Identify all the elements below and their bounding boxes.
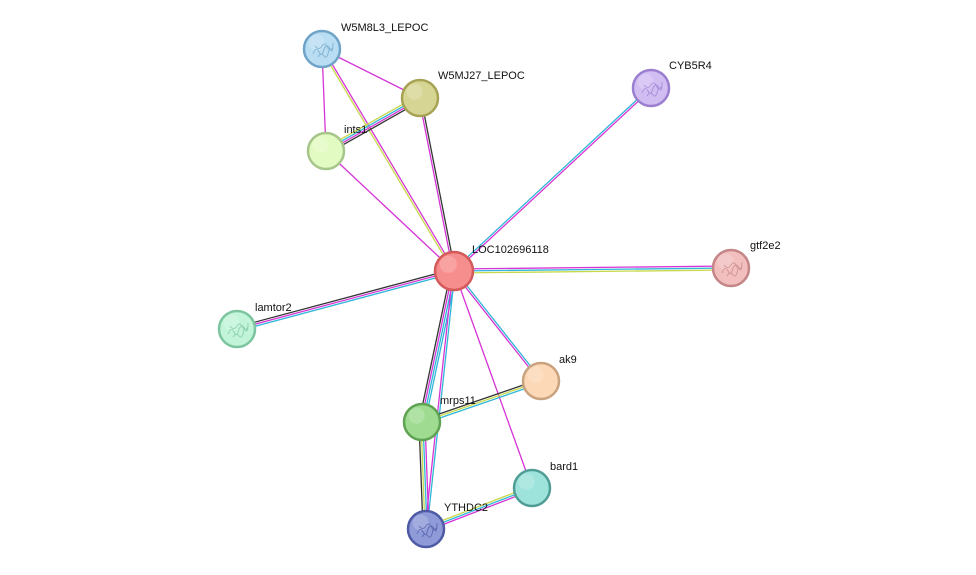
node-ythdc2[interactable]: YTHDC2: [406, 502, 488, 549]
edge-strand: [426, 271, 456, 530]
protein-structure-icon: [227, 322, 249, 338]
edge-strand: [236, 268, 454, 328]
node-lamtor2[interactable]: lamtor2: [217, 302, 292, 349]
edge-strand: [452, 271, 541, 383]
node-highlight: [518, 473, 535, 490]
edge-cyb5r4-loc102696118[interactable]: [452, 86, 653, 273]
node-ak9[interactable]: ak9: [521, 354, 577, 401]
edge-strand: [420, 270, 454, 422]
node-bard1[interactable]: bard1: [512, 461, 578, 508]
edge-strand: [453, 265, 731, 270]
edge-bard1-loc102696118[interactable]: [453, 270, 533, 489]
node-label: gtf2e2: [750, 240, 781, 252]
node-highlight: [406, 83, 423, 100]
edge-w5mj27-lepoc-loc102696118[interactable]: [418, 97, 456, 272]
node-highlight: [439, 255, 457, 273]
edge-strand: [454, 269, 543, 381]
node-circle[interactable]: [306, 131, 346, 171]
node-circle[interactable]: [631, 68, 671, 108]
node-circle[interactable]: [402, 402, 442, 442]
node-highlight: [637, 73, 654, 90]
node-label: LOC102696118: [472, 244, 549, 256]
node-w5m8l3-lepoc[interactable]: W5M8L3_LEPOC: [302, 22, 428, 69]
node-label: bard1: [550, 461, 578, 473]
edge-strand: [421, 378, 541, 421]
node-label: YTHDC2: [444, 502, 488, 514]
edge-strand: [454, 88, 653, 273]
edge-strand: [453, 270, 533, 489]
edge-w5m8l3-lepoc-loc102696118[interactable]: [320, 48, 456, 272]
node-label: W5MJ27_LEPOC: [438, 70, 525, 82]
node-highlight: [223, 314, 240, 331]
edge-strand: [322, 48, 456, 271]
node-circle[interactable]: [711, 248, 751, 288]
node-mrps11[interactable]: mrps11: [402, 395, 476, 442]
node-label: CYB5R4: [669, 60, 712, 72]
node-highlight: [412, 514, 429, 531]
node-label: lamtor2: [255, 302, 292, 314]
edge-ak9-loc102696118[interactable]: [452, 269, 543, 383]
protein-structure-icon: [641, 81, 663, 97]
edge-lamtor2-loc102696118[interactable]: [236, 268, 455, 332]
node-highlight: [527, 366, 544, 383]
node-highlight: [717, 253, 734, 270]
protein-structure-icon: [312, 42, 334, 58]
node-label: W5M8L3_LEPOC: [341, 22, 428, 34]
node-label: ints1: [344, 124, 367, 136]
edge-ints1-loc102696118[interactable]: [325, 150, 455, 272]
node-layer: LOC102696118 W5M8L3_LEPOC W5MJ27_LEPOCints…: [217, 22, 781, 549]
edge-gtf2e2-loc102696118[interactable]: [453, 265, 732, 274]
node-circle[interactable]: [302, 29, 342, 69]
node-highlight: [308, 34, 325, 51]
edge-mrps11-ak9[interactable]: [421, 378, 542, 425]
node-ints1[interactable]: ints1: [306, 124, 367, 171]
edge-strand: [237, 272, 455, 332]
edge-strand: [418, 98, 454, 272]
edge-strand: [422, 382, 542, 425]
node-circle[interactable]: [406, 509, 446, 549]
node-circle[interactable]: [433, 250, 475, 292]
node-label: ak9: [559, 354, 577, 366]
edge-strand: [424, 270, 454, 529]
node-circle[interactable]: [400, 78, 440, 118]
node-circle[interactable]: [217, 309, 257, 349]
node-highlight: [408, 407, 425, 424]
edge-layer: [236, 48, 732, 532]
node-w5mj27-lepoc[interactable]: W5MJ27_LEPOC: [400, 70, 525, 118]
edge-strand: [421, 380, 542, 423]
node-loc102696118[interactable]: LOC102696118: [433, 244, 549, 292]
edge-strand: [453, 267, 732, 272]
node-cyb5r4[interactable]: CYB5R4: [631, 60, 712, 108]
protein-structure-icon: [416, 522, 438, 538]
edge-strand: [420, 97, 456, 271]
node-gtf2e2[interactable]: gtf2e2: [711, 240, 781, 288]
edge-strand: [452, 86, 651, 271]
edge-strand: [236, 270, 455, 330]
node-circle[interactable]: [521, 361, 561, 401]
edge-ythdc2-loc102696118[interactable]: [424, 270, 456, 530]
edge-strand: [418, 270, 452, 422]
edge-strand: [454, 269, 732, 274]
edge-strand: [320, 49, 454, 272]
edge-strand: [325, 150, 455, 272]
node-circle[interactable]: [512, 468, 552, 508]
node-highlight: [312, 136, 329, 153]
protein-structure-icon: [721, 261, 743, 277]
node-label: mrps11: [440, 395, 476, 407]
